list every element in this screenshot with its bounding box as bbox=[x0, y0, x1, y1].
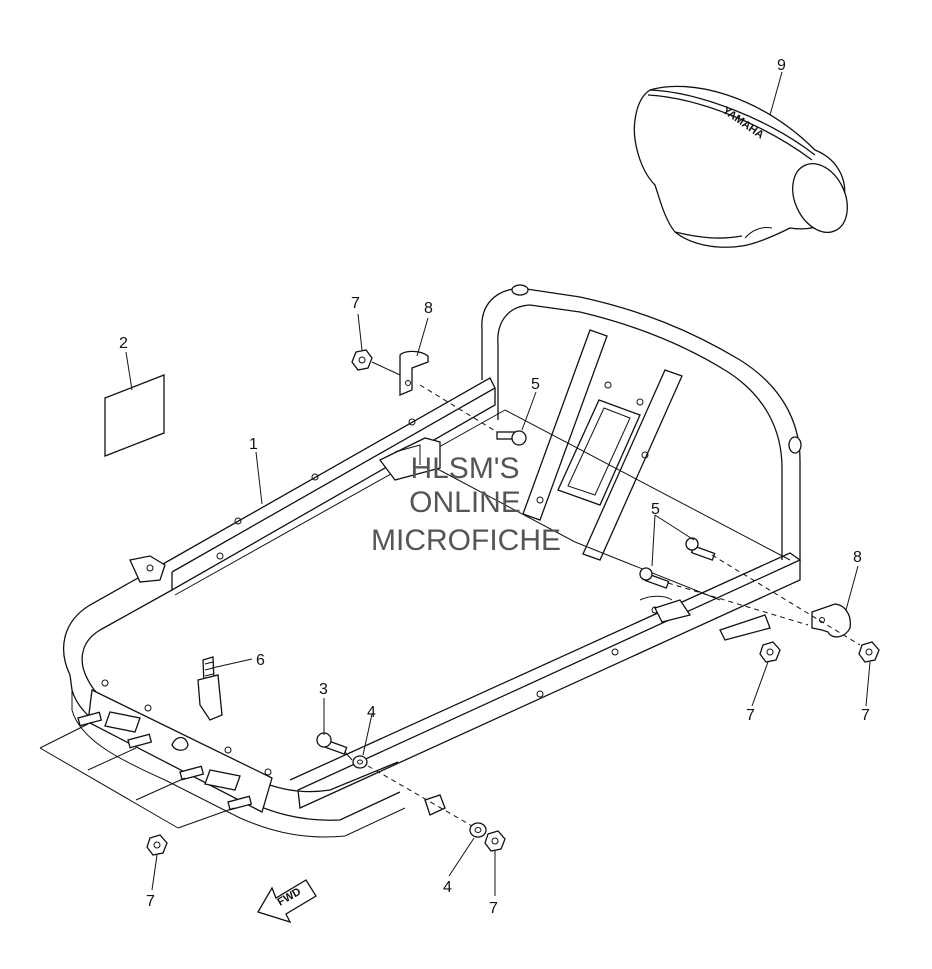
frame-part bbox=[63, 284, 802, 838]
bolt-3 bbox=[316, 732, 348, 755]
callout-8-top: 8 bbox=[424, 300, 433, 317]
watermark-line-1: HLSM'S bbox=[410, 452, 519, 485]
callout-7-right-b: 7 bbox=[861, 707, 870, 724]
strap-clip-part bbox=[197, 656, 223, 721]
handle-cover-part: YAMAHA bbox=[633, 85, 848, 248]
callout-7-bottom: 7 bbox=[489, 900, 498, 917]
watermark-line-2: ONLINE bbox=[409, 486, 521, 519]
callout-1: 1 bbox=[249, 436, 258, 453]
nut-7d bbox=[146, 834, 168, 856]
callout-5-right: 5 bbox=[651, 501, 660, 518]
washer-4b bbox=[469, 822, 487, 838]
nut-7a bbox=[351, 349, 373, 371]
callout-7-right-a: 7 bbox=[746, 707, 755, 724]
callouts: 9 2 1 7 8 5 5 8 6 3 4 7 7 7 4 7 bbox=[119, 57, 870, 917]
callout-3: 3 bbox=[319, 681, 328, 698]
callout-8-right: 8 bbox=[853, 549, 862, 566]
leader-lines bbox=[125, 71, 871, 896]
callout-4-upper: 4 bbox=[367, 704, 376, 721]
studs bbox=[39, 711, 253, 829]
assembly-lines bbox=[344, 361, 861, 827]
hardware bbox=[146, 349, 880, 856]
callout-6: 6 bbox=[256, 652, 265, 669]
bolt-5c bbox=[639, 567, 670, 589]
callout-2: 2 bbox=[119, 335, 128, 352]
watermark-line-3: MICROFICHE bbox=[371, 524, 561, 557]
bracket-8a bbox=[399, 350, 429, 396]
bolt-5a bbox=[496, 430, 527, 446]
callout-5-top: 5 bbox=[531, 376, 540, 393]
bolt-5b bbox=[685, 537, 716, 561]
callout-4-lower: 4 bbox=[443, 879, 452, 896]
watermark: HLSM'S ONLINE MICROFICHE bbox=[371, 452, 561, 557]
fwd-arrow: FWD bbox=[257, 879, 317, 924]
nut-7b bbox=[759, 641, 781, 663]
nut-7c bbox=[858, 641, 880, 663]
callout-7-left: 7 bbox=[146, 893, 155, 910]
bracket-8b bbox=[811, 603, 851, 638]
label-part bbox=[104, 374, 165, 457]
callout-9: 9 bbox=[777, 57, 786, 74]
callout-7-top: 7 bbox=[351, 295, 360, 312]
nut-7e bbox=[484, 830, 506, 852]
washer-4a bbox=[352, 755, 368, 769]
